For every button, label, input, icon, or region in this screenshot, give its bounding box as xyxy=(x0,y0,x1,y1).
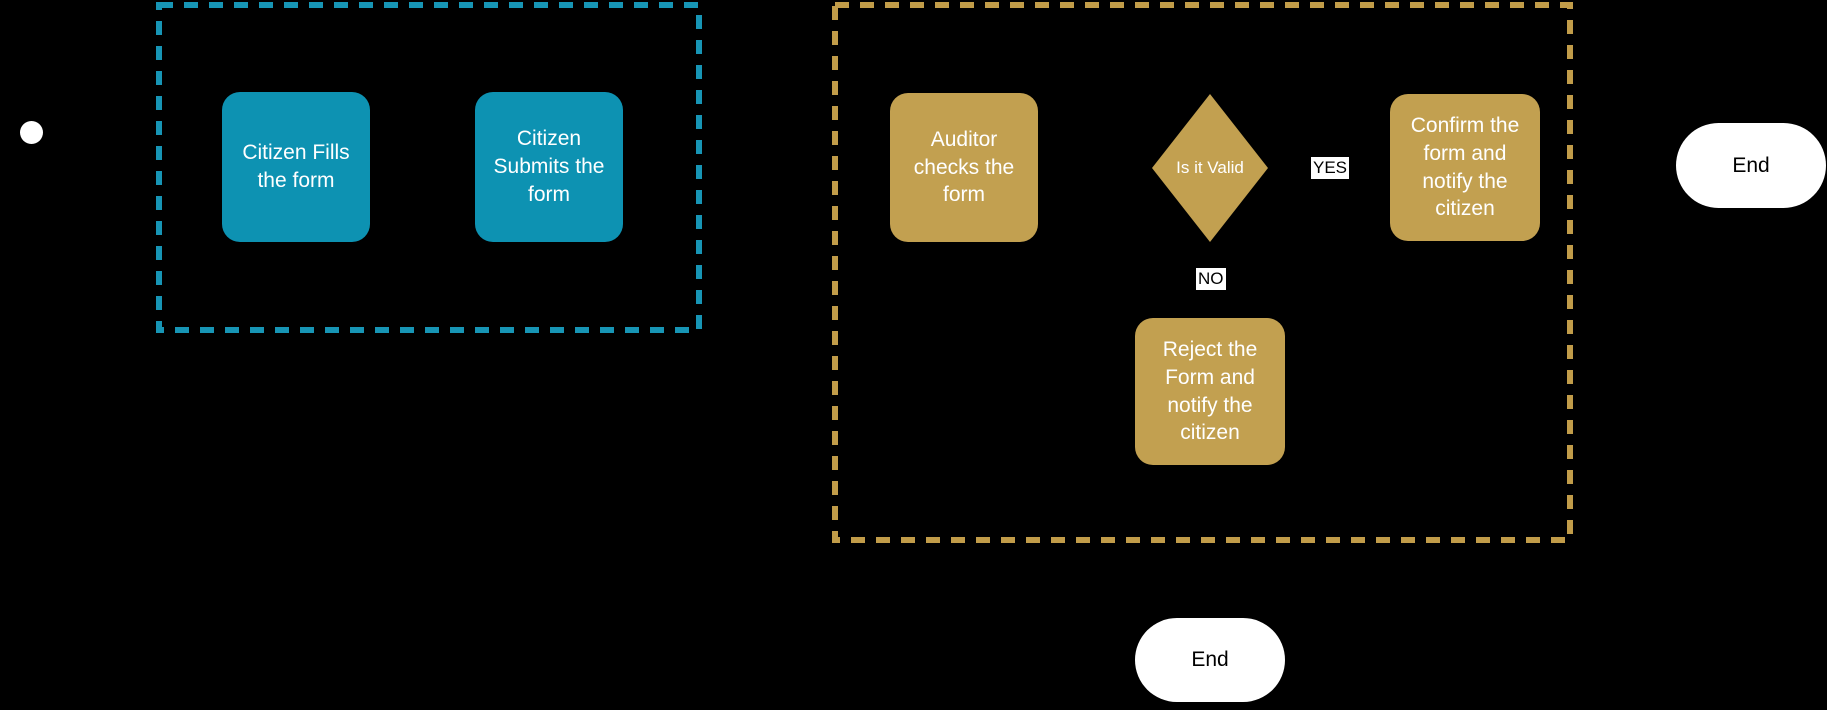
edge-label-no: NO xyxy=(1196,268,1226,290)
node-confirm-form-label: Confirm the form and notify the citizen xyxy=(1410,113,1520,221)
node-auditor-checks-form-label: Auditor checks the form xyxy=(913,127,1015,207)
node-confirm-form: Confirm the form and notify the citizen xyxy=(1390,94,1540,241)
node-citizen-fills-form: Citizen Fills the form xyxy=(222,92,370,242)
edge-label-yes: YES xyxy=(1311,157,1350,179)
node-citizen-submits-form-label: Citizen Submits the form xyxy=(493,127,605,206)
decision-diamond-shape xyxy=(1152,94,1268,242)
citizen-lane-border xyxy=(156,2,702,333)
node-reject-form: Reject the Form and notify the citizen xyxy=(1135,318,1285,465)
auditor-lane-border xyxy=(832,2,1573,543)
node-end-bottom-label: End xyxy=(1191,648,1229,671)
node-citizen-submits-form: Citizen Submits the form xyxy=(475,92,623,242)
node-auditor-checks-form: Auditor checks the form xyxy=(890,93,1038,242)
node-end-right: End xyxy=(1676,123,1826,208)
start-circle-node xyxy=(20,121,43,144)
node-citizen-fills-form-label: Citizen Fills the form xyxy=(242,141,350,192)
node-end-right-label: End xyxy=(1732,153,1770,177)
auditor-lane-container xyxy=(832,2,1573,543)
node-decision-is-it-valid: Is it Valid xyxy=(1152,94,1268,242)
citizen-lane-container xyxy=(156,2,702,333)
node-decision-label: Is it Valid xyxy=(1176,157,1244,177)
node-end-bottom: End xyxy=(1135,618,1285,702)
node-reject-form-label: Reject the Form and notify the citizen xyxy=(1162,337,1258,445)
